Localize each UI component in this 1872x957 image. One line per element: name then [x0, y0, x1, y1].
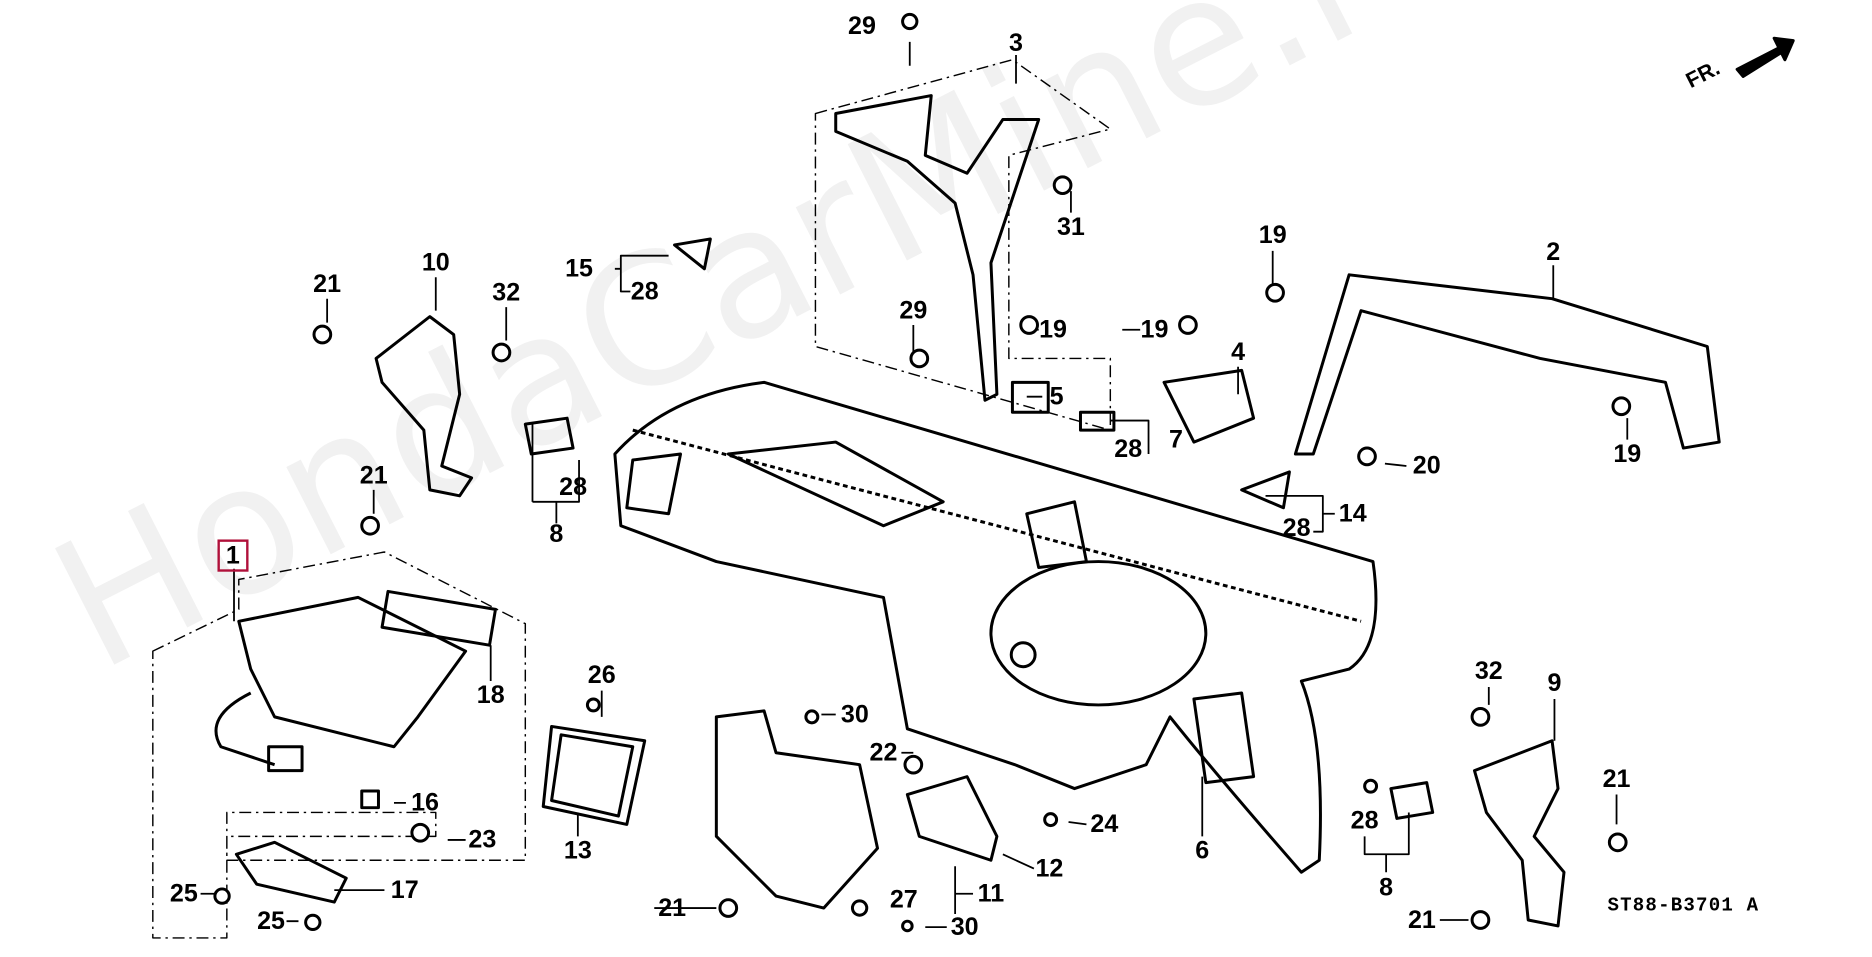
- callout-28: 28: [1114, 435, 1143, 463]
- callout-21: 21: [359, 461, 388, 490]
- callout-24: 24: [1090, 810, 1119, 839]
- bracket-10: [374, 315, 474, 498]
- airbag-module: [237, 595, 468, 749]
- callout-21: 21: [1602, 765, 1631, 793]
- vent-15: [673, 237, 712, 271]
- callout-21: 21: [658, 894, 687, 922]
- callout-23: 23: [468, 826, 497, 854]
- center-frame-11: [714, 709, 880, 910]
- callout-25: 25: [257, 907, 285, 935]
- callout-19: 19: [1258, 221, 1287, 250]
- callout-28: 28: [1350, 807, 1379, 835]
- fasteners: [213, 12, 1632, 933]
- callout-8: 8: [549, 520, 564, 548]
- callout-13: 13: [563, 836, 592, 865]
- callout-8: 8: [1379, 873, 1394, 902]
- callout-19: 19: [1613, 440, 1642, 468]
- callout-21: 21: [313, 270, 342, 299]
- vent-8: [523, 416, 575, 456]
- callout-21: 21: [1407, 906, 1436, 934]
- callout-15: 15: [565, 255, 593, 283]
- callout-14: 14: [1338, 500, 1367, 528]
- vent-14: [1240, 470, 1291, 510]
- callout-12: 12: [1035, 854, 1064, 883]
- callout-5: 5: [1049, 382, 1064, 411]
- callout-32: 32: [492, 278, 521, 307]
- bracket-4: [1162, 368, 1256, 444]
- bracket-12: [905, 775, 999, 862]
- callout-19: 19: [1140, 316, 1169, 344]
- callout-30: 30: [840, 700, 869, 729]
- callout-30: 30: [950, 913, 979, 941]
- clip-7: [1078, 410, 1116, 432]
- callout-28: 28: [559, 473, 588, 502]
- pocket-13: [541, 724, 647, 826]
- callout-1-highlighted[interactable]: 1: [217, 539, 249, 572]
- callout-11: 11: [977, 879, 1005, 908]
- callout-10: 10: [421, 249, 450, 277]
- bracket-9: [1472, 739, 1566, 928]
- callout-29: 29: [899, 296, 928, 325]
- callout-18: 18: [476, 681, 505, 710]
- callout-25: 25: [169, 879, 198, 908]
- front-arrow-icon: [1735, 36, 1795, 78]
- callout-9: 9: [1547, 669, 1562, 698]
- dashboard-panel: [613, 380, 1378, 874]
- callout-31: 31: [1056, 213, 1085, 241]
- bracket-assembly-3: [834, 94, 1041, 402]
- diagram-code: ST88-B3701 A: [1607, 894, 1760, 917]
- callout-7: 7: [1169, 425, 1183, 454]
- vent-8b: [1389, 781, 1435, 820]
- callout-3: 3: [1009, 29, 1023, 57]
- bracket-17: [234, 840, 348, 904]
- callout-22: 22: [869, 738, 898, 767]
- callout-2: 2: [1546, 238, 1561, 266]
- callout-4: 4: [1231, 338, 1246, 367]
- callout-27: 27: [889, 885, 918, 914]
- callout-17: 17: [390, 876, 419, 904]
- callout-20: 20: [1412, 452, 1441, 480]
- callout-16: 16: [411, 789, 439, 817]
- callout-28: 28: [1282, 514, 1311, 542]
- callout-32: 32: [1474, 657, 1503, 686]
- clip-5: [1010, 380, 1050, 414]
- callout-28: 28: [630, 277, 659, 306]
- callout-29: 29: [848, 12, 876, 41]
- steering-hanger-beam: [1293, 273, 1721, 456]
- callout-6: 6: [1195, 836, 1210, 865]
- callout-19: 19: [1039, 316, 1067, 344]
- airbag-lid-18: [380, 589, 497, 647]
- callout-26: 26: [587, 661, 616, 689]
